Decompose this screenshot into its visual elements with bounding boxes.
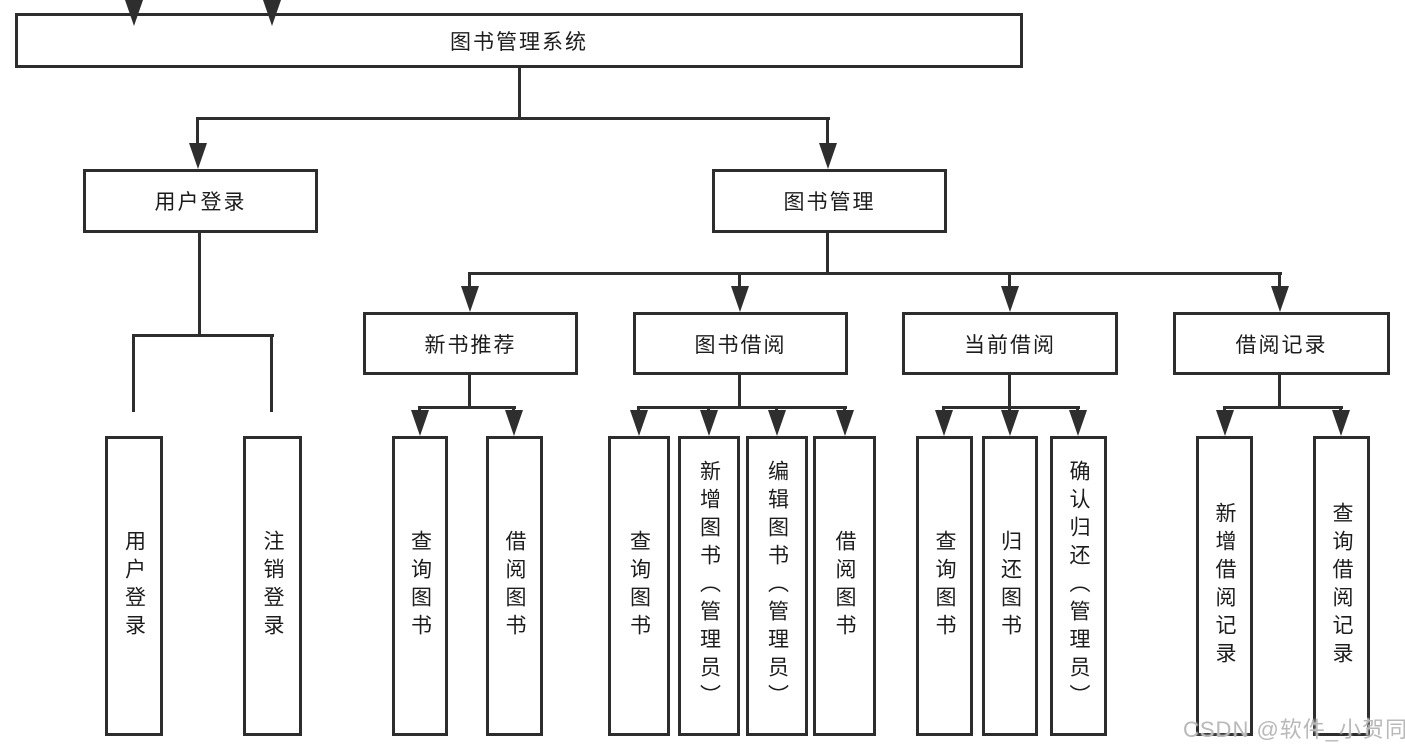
leaf-cb-confirm-return-admin: 确认归还（管理员） <box>1050 436 1107 736</box>
connector-cb-stem <box>1008 273 1011 288</box>
arrow-to-leaf <box>935 410 953 436</box>
leaf-bb-query-books: 查询图书 <box>608 436 670 736</box>
connector-user-stem <box>196 118 199 145</box>
arrow-to-current-borrowing <box>1001 286 1019 312</box>
arrow-to-book-borrowing <box>731 286 749 312</box>
csdn-watermark: CSDN @软件_小贺同学 <box>1183 717 1405 742</box>
leaf-bb-add-books-admin: 新增图书（管理员） <box>678 436 740 736</box>
arrow-to-user-login <box>189 143 207 169</box>
connector-level3-horizontal <box>468 272 1282 275</box>
node-current-borrowing: 当前借阅 <box>902 312 1118 375</box>
arrow-to-leaf <box>836 410 854 436</box>
arrow-to-leaf <box>630 410 648 436</box>
connector-user-split <box>132 334 274 337</box>
node-book-borrowing: 图书借阅 <box>633 312 848 375</box>
connector-rec-vertical <box>468 375 471 409</box>
leaf-logout: 注销登录 <box>243 436 302 736</box>
leaf-rec-query-books: 查询图书 <box>392 436 448 736</box>
connector-mgmt-vertical <box>826 233 829 275</box>
connector-level2-horizontal <box>196 117 830 120</box>
arrow-to-leaf <box>700 410 718 436</box>
connector-bb-stem <box>738 273 741 288</box>
connector-mgmt-stem <box>826 118 829 145</box>
node-borrowing-records: 借阅记录 <box>1173 312 1390 375</box>
arrow-to-leaf <box>768 410 786 436</box>
arrow-to-leaf <box>1216 410 1234 436</box>
connector-cb-vertical <box>1008 375 1011 409</box>
leaf-bb-borrow-books: 借阅图书 <box>813 436 876 736</box>
leaf-cb-query-books: 查询图书 <box>916 436 973 736</box>
node-new-book-recommend: 新书推荐 <box>363 312 578 375</box>
arrow-to-leaf <box>1332 410 1350 436</box>
arrow-to-book-management <box>819 143 837 169</box>
arrow-to-leaf <box>411 410 429 436</box>
node-user-login: 用户登录 <box>83 169 318 233</box>
connector-br-vertical <box>1278 375 1281 409</box>
connector-rec-split <box>418 406 516 409</box>
arrow-to-new-book-recommend <box>461 286 479 312</box>
connector-bb-split <box>637 406 847 409</box>
connector-bb-vertical <box>738 375 741 409</box>
node-root-library-system: 图书管理系统 <box>15 13 1023 68</box>
arrow-to-leaf <box>1001 410 1019 436</box>
leaf-br-query-record: 查询借阅记录 <box>1313 436 1370 736</box>
connector-user-vertical <box>198 233 201 337</box>
connector-root-vertical <box>518 68 521 119</box>
leaf-user-login: 用户登录 <box>105 436 163 736</box>
leaf-bb-edit-books-admin: 编辑图书（管理员） <box>746 436 808 736</box>
arrow-to-leaf <box>1069 410 1087 436</box>
leaf-br-add-record: 新增借阅记录 <box>1196 436 1253 736</box>
leaf-rec-borrow-books: 借阅图书 <box>486 436 543 736</box>
node-book-management: 图书管理 <box>712 169 947 233</box>
connector-user-leaf2-stem <box>270 335 273 412</box>
connector-br-stem <box>1278 273 1281 288</box>
leaf-cb-return-books: 归还图书 <box>982 436 1038 736</box>
connector-rec-stem <box>468 273 471 288</box>
arrow-to-leaf <box>505 410 523 436</box>
connector-cb-split <box>942 406 1080 409</box>
connector-br-split <box>1223 406 1343 409</box>
connector-user-leaf1-stem <box>132 335 135 412</box>
arrow-to-leaf-logout <box>263 0 281 26</box>
arrow-to-leaf-user-login <box>125 0 143 26</box>
arrow-to-borrowing-records <box>1271 286 1289 312</box>
